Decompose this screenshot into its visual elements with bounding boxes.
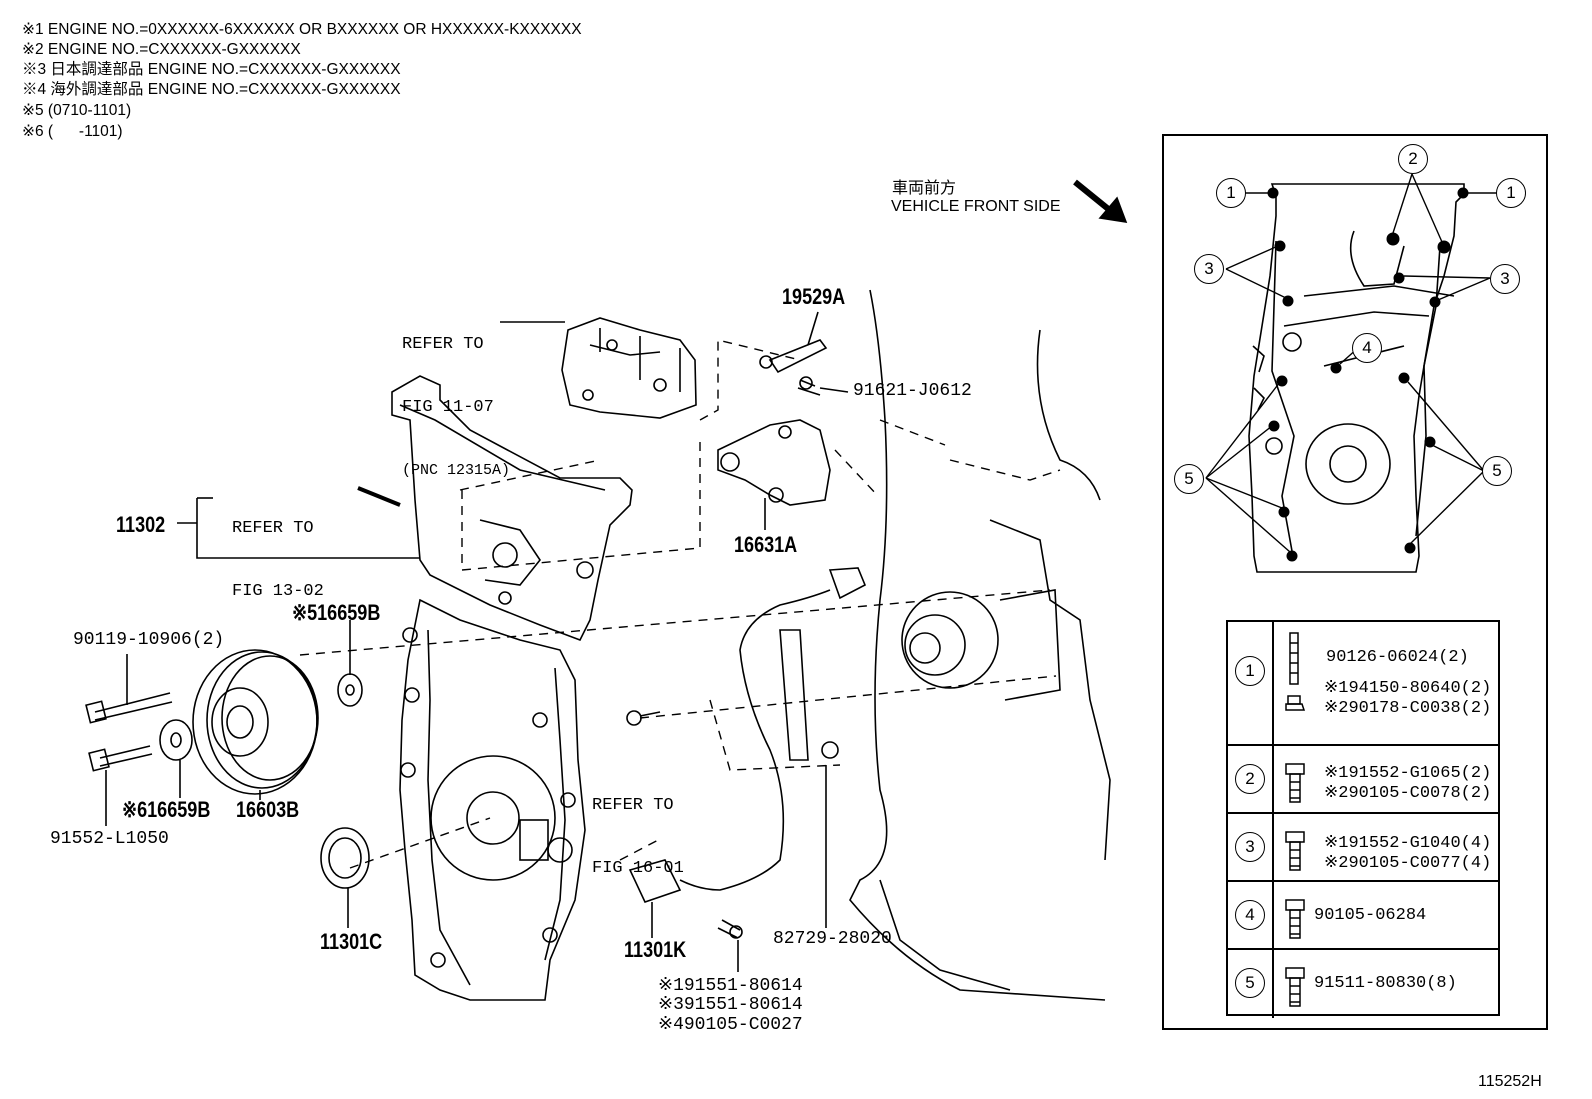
bolt-icon bbox=[1285, 831, 1305, 871]
bolt-row-num-cell: 5 bbox=[1228, 950, 1274, 1018]
bolt-part-number: ※290178-C0038(2) bbox=[1324, 699, 1492, 718]
stud-bolt-icon bbox=[1285, 632, 1306, 711]
bolt-icon bbox=[1285, 899, 1305, 939]
bolt-part-number: ※194150-80640(2) bbox=[1324, 679, 1492, 698]
ref-line: FIG 11-07 bbox=[402, 398, 494, 417]
front-arrow-icon bbox=[1098, 196, 1128, 223]
cover-outline-drawing bbox=[1205, 173, 1500, 573]
bolt-part-number: 91511-80830(8) bbox=[1314, 974, 1457, 993]
bolt-icon bbox=[1285, 763, 1305, 803]
ref-line: (PNC 12315A) bbox=[402, 462, 511, 479]
inset-marker-4: 4 bbox=[1352, 333, 1382, 363]
bolt-part-number: ※290105-C0077(4) bbox=[1324, 854, 1492, 873]
inset-marker-1-left: 1 bbox=[1216, 178, 1246, 208]
vehicle-front-en: VEHICLE FRONT SIDE bbox=[891, 198, 1061, 215]
inset-marker-3-left: 3 bbox=[1194, 254, 1224, 284]
bolt-row-5: 5 91511-80830(8) bbox=[1228, 948, 1498, 1018]
inset-marker-5-left: 5 bbox=[1174, 464, 1204, 494]
bolt-row-num: 5 bbox=[1235, 968, 1265, 998]
part-label-11301C: 11301C bbox=[320, 929, 383, 954]
note-1: ※1 ENGINE NO.=0XXXXXX-6XXXXXX OR BXXXXXX… bbox=[22, 21, 582, 38]
part-label-16631A: 16631A bbox=[734, 532, 798, 557]
note-3: ※3 日本調達部品 ENGINE NO.=CXXXXXX-GXXXXXX bbox=[22, 61, 401, 78]
vehicle-front-jp: 車両前方 bbox=[892, 178, 957, 197]
ref-line: REFER TO bbox=[402, 335, 484, 354]
bolt-row-num-cell: 3 bbox=[1228, 814, 1274, 880]
ref-line: FIG 13-02 bbox=[232, 582, 324, 601]
bolt-part-number: 90105-06284 bbox=[1314, 906, 1427, 925]
part-label-19155-1: ※191551-80614 bbox=[658, 976, 803, 996]
part-label-16659B-5: ※516659B bbox=[292, 600, 381, 625]
note-4: ※4 海外調達部品 ENGINE NO.=CXXXXXX-GXXXXXX bbox=[22, 81, 401, 98]
bolt-row-num: 2 bbox=[1235, 764, 1265, 794]
bolt-part-number: ※191552-G1040(4) bbox=[1324, 834, 1492, 853]
ref-line: REFER TO bbox=[592, 796, 674, 815]
inset-marker-5-right: 5 bbox=[1482, 456, 1512, 486]
inset-marker-1-right: 1 bbox=[1496, 178, 1526, 208]
bolt-row-num: 3 bbox=[1235, 832, 1265, 862]
bolt-row-num-cell: 2 bbox=[1228, 746, 1274, 812]
inset-marker-2: 2 bbox=[1398, 144, 1428, 174]
part-label-91552: 91552-L1050 bbox=[50, 829, 169, 849]
ref-fig-16-01: REFER TO FIG 16-01 bbox=[592, 753, 684, 900]
bolt-part-number: 90126-06024(2) bbox=[1326, 648, 1469, 667]
bolt-row-num: 4 bbox=[1235, 900, 1265, 930]
bolt-icon bbox=[1285, 967, 1305, 1007]
ref-line: REFER TO bbox=[232, 519, 314, 538]
figure-id: 115252H bbox=[1478, 1073, 1542, 1090]
note-6: ※6 ( -1101) bbox=[22, 123, 123, 140]
part-label-16603B: 16603B bbox=[236, 797, 300, 822]
bolt-location-inset: 1 1 2 3 3 4 5 5 bbox=[1162, 134, 1548, 1030]
bolt-row-1: 1 90126-06024(2) ※194150-80640(2) ※29017… bbox=[1228, 620, 1498, 744]
bolt-row-3: 3 ※191552-G1040(4) ※290105-C0077(4) bbox=[1228, 812, 1498, 880]
bolt-row-num: 1 bbox=[1235, 656, 1265, 686]
part-label-11302: 11302 bbox=[116, 512, 166, 537]
part-label-82729: 82729-28020 bbox=[773, 929, 892, 949]
part-label-90119: 90119-10906(2) bbox=[73, 630, 225, 650]
part-label-19155-3: ※391551-80614 bbox=[658, 995, 803, 1015]
bolt-row-num-cell: 4 bbox=[1228, 882, 1274, 948]
part-label-11301K: 11301K bbox=[624, 937, 687, 962]
part-label-91621: 91621-J0612 bbox=[853, 381, 972, 401]
bolt-row-2: 2 ※191552-G1065(2) ※290105-C0078(2) bbox=[1228, 744, 1498, 812]
bolt-row-num-cell: 1 bbox=[1228, 620, 1274, 744]
part-label-49010: ※490105-C0027 bbox=[658, 1015, 803, 1035]
bolt-part-number: ※191552-G1065(2) bbox=[1324, 764, 1492, 783]
note-2: ※2 ENGINE NO.=CXXXXXX-GXXXXXX bbox=[22, 41, 301, 58]
ref-fig-11-07: REFER TO FIG 11-07 (PNC 12315A) bbox=[402, 292, 510, 502]
ref-fig-13-02: REFER TO FIG 13-02 bbox=[232, 476, 324, 623]
ref-line: FIG 16-01 bbox=[592, 859, 684, 878]
note-5: ※5 (0710-1101) bbox=[22, 102, 132, 119]
part-label-19529A: 19529A bbox=[782, 284, 846, 309]
bolt-row-4: 4 90105-06284 bbox=[1228, 880, 1498, 948]
bolt-table: 1 90126-06024(2) ※194150-80640(2) ※29017… bbox=[1226, 620, 1500, 1018]
part-label-16659B-6: ※616659B bbox=[122, 797, 211, 822]
inset-marker-3-right: 3 bbox=[1490, 264, 1520, 294]
bolt-part-number: ※290105-C0078(2) bbox=[1324, 784, 1492, 803]
